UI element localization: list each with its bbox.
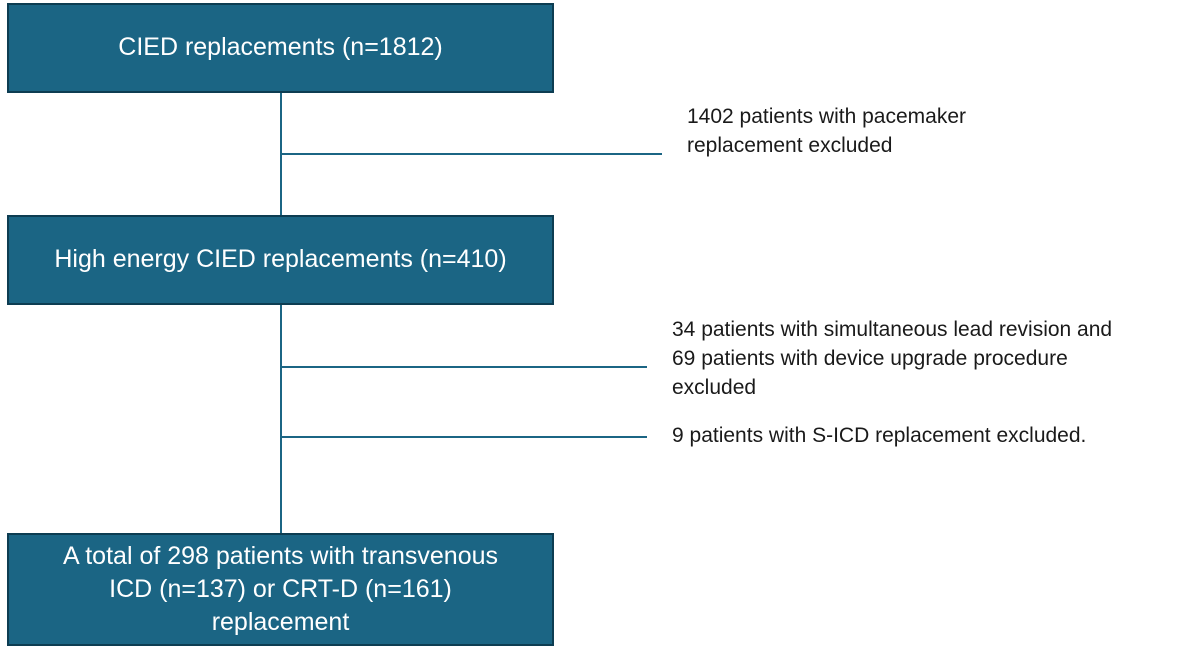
connector-exclusion-2	[281, 366, 647, 368]
connector-exclusion-1	[281, 153, 662, 155]
box-cied-replacements: CIED replacements (n=1812)	[7, 3, 554, 93]
box-cied-replacements-label: CIED replacements (n=1812)	[118, 33, 443, 62]
connector-vertical-2	[280, 305, 282, 533]
exclusion-sicd: 9 patients with S-ICD replacement exclud…	[672, 424, 1087, 447]
box-final-cohort: A total of 298 patients with transvenous…	[7, 533, 554, 646]
box-final-cohort-label: A total of 298 patients with transvenous…	[63, 541, 498, 637]
box-high-energy-replacements-label: High energy CIED replacements (n=410)	[54, 245, 507, 274]
box-high-energy-replacements: High energy CIED replacements (n=410)	[7, 215, 554, 305]
connector-exclusion-3	[281, 436, 647, 438]
exclusion-pacemaker: 1402 patients with pacemaker replacement…	[687, 105, 966, 157]
exclusion-lead-revision-upgrade: 34 patients with simultaneous lead revis…	[672, 318, 1113, 399]
